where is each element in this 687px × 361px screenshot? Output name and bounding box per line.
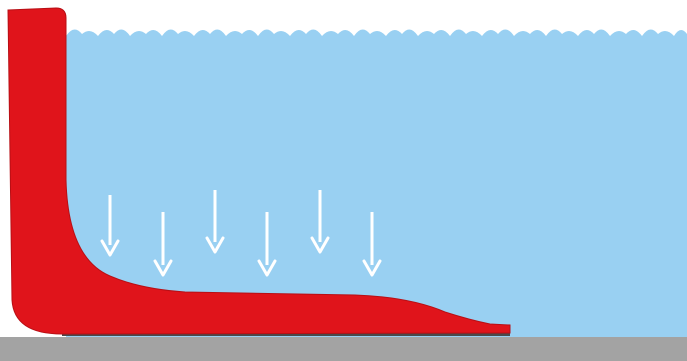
ground-plate bbox=[0, 337, 687, 361]
